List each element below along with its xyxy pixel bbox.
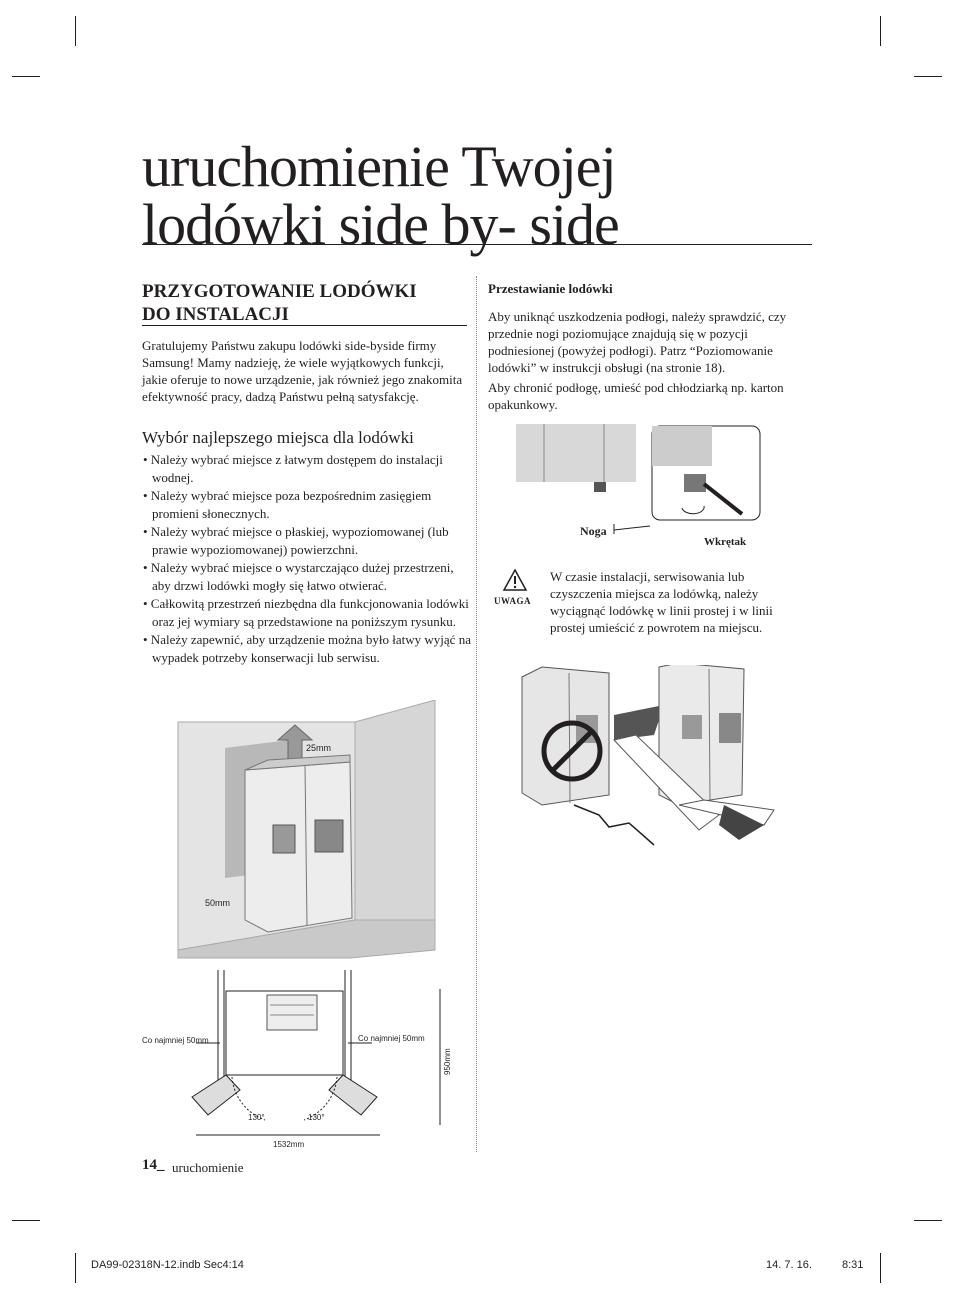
leg-label: Noga xyxy=(580,524,607,538)
crop-mark xyxy=(914,76,942,77)
list-item: • Należy wybrać miejsce z łatwym dostępe… xyxy=(143,452,443,485)
section-heading-line1: PRZYGOTOWANIE LODÓWKI xyxy=(142,281,417,302)
warning-icon xyxy=(502,568,528,591)
print-date: 14. 7. 16. xyxy=(766,1259,812,1271)
right-min-label: Co najmniej 50mm xyxy=(358,1034,425,1043)
section-heading-line2: DO INSTALACJI xyxy=(142,304,289,325)
subheading: Wybór najlepszego miejsca dla lodówki xyxy=(142,428,414,447)
print-time: 8:31 xyxy=(842,1259,864,1271)
angle-left-label: 130° xyxy=(248,1113,265,1122)
moving-heading: Przestawianie lodówki xyxy=(488,281,613,296)
page-title: uruchomienie Twojej lodówki side by- sid… xyxy=(142,134,620,257)
clearance-illustration: 25mm 50mm xyxy=(177,700,436,959)
warning-label: UWAGA xyxy=(494,596,532,606)
page-title-line1: uruchomienie Twojej xyxy=(142,134,617,199)
title-rule xyxy=(142,244,812,245)
crop-mark xyxy=(880,1253,881,1283)
crop-mark xyxy=(12,76,40,77)
floor-plan-diagram: Co najmniej 50mm Co najmniej 50mm 950mm … xyxy=(142,970,452,1149)
column-divider xyxy=(476,276,477,1152)
page-number: 14_ xyxy=(142,1157,165,1173)
section-heading: PRZYGOTOWANIE LODÓWKI DO INSTALACJI xyxy=(142,280,467,326)
moving-paragraph-1: Aby uniknąć uszkodzenia podłogi, należy … xyxy=(488,309,787,375)
crop-mark xyxy=(75,16,76,46)
footer-section: uruchomienie xyxy=(172,1160,244,1175)
crop-mark xyxy=(914,1220,942,1221)
top-gap-label: 25mm xyxy=(306,743,331,753)
leg-leader-line xyxy=(613,524,651,534)
side-gap-label: 50mm xyxy=(205,898,230,908)
screwdriver-label: Wkrętak xyxy=(704,536,747,548)
crop-mark xyxy=(880,16,881,46)
list-item: • Całkowitą przestrzeń niezbędna dla fun… xyxy=(143,596,469,629)
moving-fridge-illustration xyxy=(521,665,775,846)
section-heading-rule xyxy=(142,325,467,326)
crop-mark xyxy=(12,1220,40,1221)
leveling-leg-illustration xyxy=(516,424,761,521)
width-label: 1532mm xyxy=(273,1140,304,1149)
list-item: • Należy zapewnić, aby urządzenie można … xyxy=(143,632,471,665)
depth-label: 950mm xyxy=(443,1048,452,1075)
moving-paragraph-2: Aby chronić podłogę, umieść pod chłodzia… xyxy=(488,380,784,412)
angle-right-label: 130° xyxy=(308,1113,325,1122)
crop-mark xyxy=(75,1253,76,1283)
list-item: • Należy wybrać miejsce o wystarczająco … xyxy=(143,560,454,593)
intro-paragraph: Gratulujemy Państwu zakupu lodówki side-… xyxy=(142,338,463,404)
warning-text: W czasie instalacji, serwisowania lub cz… xyxy=(550,569,773,635)
print-file-slug: DA99-02318N-12.indb Sec4:14 xyxy=(91,1259,244,1271)
placement-list: • Należy wybrać miejsce z łatwym dostępe… xyxy=(142,451,472,667)
list-item: • Należy wybrać miejsce poza bezpośredni… xyxy=(143,488,432,521)
left-min-label: Co najmniej 50mm xyxy=(142,1036,209,1045)
page-title-line2: lodówki side by- side xyxy=(142,192,620,257)
list-item: • Należy wybrać miejsce o płaskiej, wypo… xyxy=(143,524,449,557)
